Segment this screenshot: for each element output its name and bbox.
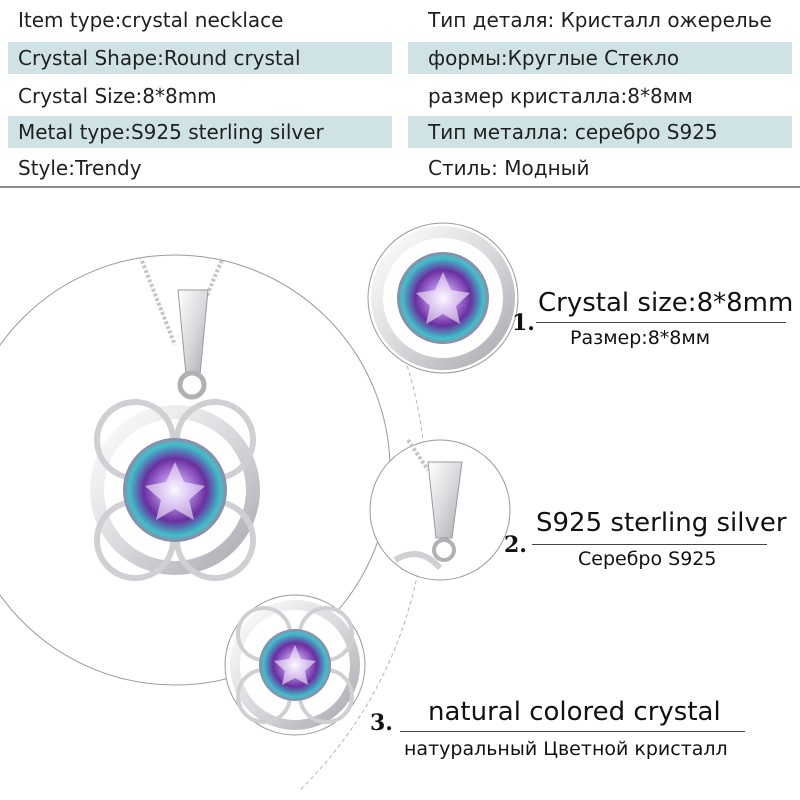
caption-underline <box>532 544 767 545</box>
spec-right: Тип металла: серебро S925 <box>408 116 792 148</box>
feature-subtitle: Размер:8*8мм <box>570 327 711 349</box>
feature-title: natural colored crystal <box>428 697 721 727</box>
spec-left: Crystal Size:8*8mm <box>18 84 217 108</box>
spec-row: Metal type:S925 sterling silver Тип мета… <box>0 116 800 148</box>
feature-subtitle: Серебро S925 <box>578 548 717 570</box>
necklace-pendant-image <box>90 255 260 581</box>
pendant-front-image <box>224 594 366 736</box>
spec-left: Crystal Shape:Round crystal <box>8 42 392 74</box>
spec-table: Item type:crystal necklace Тип деталя: К… <box>0 0 800 188</box>
caption-underline <box>536 322 786 323</box>
spec-left: Item type:crystal necklace <box>18 8 284 32</box>
spec-row: Crystal Size:8*8mm размер кристалла:8*8м… <box>0 80 800 112</box>
spec-row: Style:Trendy Стиль: Модный <box>0 152 800 184</box>
table-divider <box>0 186 800 188</box>
spec-right: формы:Круглые Стекло <box>408 42 792 74</box>
spec-left: Metal type:S925 sterling silver <box>8 116 392 148</box>
spec-right: Стиль: Модный <box>428 156 590 180</box>
spec-right: размер кристалла:8*8мм <box>428 84 693 108</box>
spec-left: Style:Trendy <box>18 156 142 180</box>
feature-number: 3. <box>370 710 393 736</box>
product-illustration <box>0 222 519 791</box>
feature-title: Crystal size:8*8mm <box>538 288 794 318</box>
feature-subtitle: натуральный Цветной кристалл <box>404 738 728 760</box>
crystal-closeup-image <box>367 222 519 374</box>
spec-right: Тип деталя: Кристалл ожерелье <box>428 8 772 32</box>
feature-number: 2. <box>504 532 527 558</box>
spec-row: Item type:crystal necklace Тип деталя: К… <box>0 4 800 36</box>
bail-closeup-image <box>369 438 511 581</box>
feature-title: S925 sterling silver <box>536 508 787 538</box>
feature-number: 1. <box>512 310 535 336</box>
caption-underline <box>400 731 745 732</box>
spec-row: Crystal Shape:Round crystal формы:Круглы… <box>0 42 800 74</box>
